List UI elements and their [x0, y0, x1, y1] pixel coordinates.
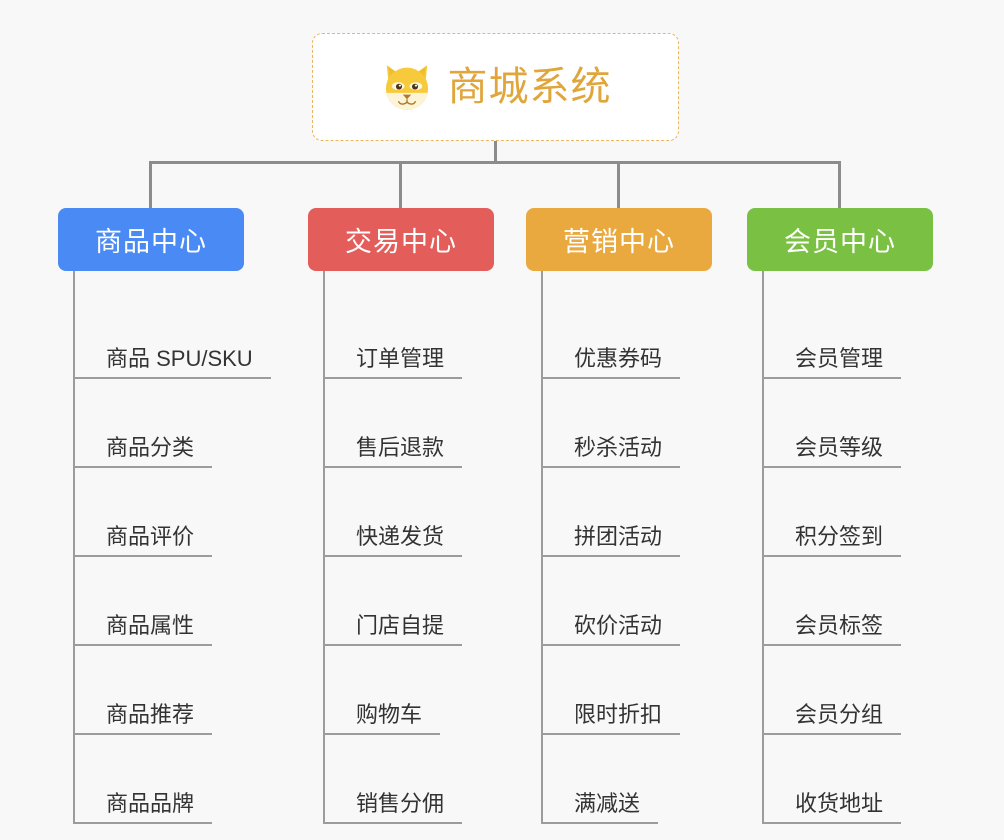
leaf-item[interactable]: 商品分类 [75, 379, 244, 468]
leaf-label: 会员等级 [764, 435, 902, 468]
leaf-item[interactable]: 销售分佣 [325, 735, 494, 824]
leaf-item[interactable]: 会员等级 [764, 379, 933, 468]
leaf-item[interactable]: 商品评价 [75, 468, 244, 557]
leaf-label: 积分签到 [764, 524, 902, 557]
category-box-1[interactable]: 商品中心 [58, 208, 244, 271]
leaf-item[interactable]: 拼团活动 [543, 468, 712, 557]
leaf-item[interactable]: 购物车 [325, 646, 494, 735]
category-title-1: 商品中心 [95, 227, 207, 257]
branch-column-1: 商品中心 商品 SPU/SKU 商品分类 商品评价 商品属性 商品推荐 商品品牌 [58, 208, 271, 824]
leaf-list-3: 优惠券码 秒杀活动 拼团活动 砍价活动 限时折扣 满减送 [541, 271, 712, 824]
leaf-item[interactable]: 快递发货 [325, 468, 494, 557]
leaf-item[interactable]: 积分签到 [764, 468, 933, 557]
leaf-item[interactable]: 优惠券码 [543, 290, 712, 379]
leaf-label: 商品分类 [75, 435, 213, 468]
category-box-4[interactable]: 会员中心 [747, 208, 933, 271]
leaf-item[interactable]: 限时折扣 [543, 646, 712, 735]
leaf-item[interactable]: 商品属性 [75, 557, 244, 646]
leaf-item[interactable]: 会员管理 [764, 290, 933, 379]
leaf-label: 售后退款 [325, 435, 463, 468]
leaf-label: 商品评价 [75, 524, 213, 557]
leaf-label: 快递发货 [325, 524, 463, 557]
leaf-list-2: 订单管理 售后退款 快递发货 门店自提 购物车 销售分佣 [323, 271, 494, 824]
leaf-label: 收货地址 [764, 791, 902, 824]
leaf-label: 商品 SPU/SKU [75, 346, 271, 379]
leaf-item[interactable]: 会员标签 [764, 557, 933, 646]
connector-drop-1 [149, 161, 152, 208]
category-box-2[interactable]: 交易中心 [308, 208, 494, 271]
leaf-label: 商品推荐 [75, 702, 213, 735]
leaf-item[interactable]: 门店自提 [325, 557, 494, 646]
leaf-label: 砍价活动 [543, 613, 681, 646]
leaf-label: 门店自提 [325, 613, 463, 646]
leaf-item[interactable]: 商品品牌 [75, 735, 244, 824]
leaf-item[interactable]: 商品 SPU/SKU [75, 290, 271, 379]
branch-column-2: 交易中心 订单管理 售后退款 快递发货 门店自提 购物车 销售分佣 [308, 208, 494, 824]
leaf-label: 满减送 [543, 791, 659, 824]
category-title-2: 交易中心 [345, 227, 457, 257]
category-title-3: 营销中心 [563, 227, 675, 257]
leaf-list-4: 会员管理 会员等级 积分签到 会员标签 会员分组 收货地址 [762, 271, 933, 824]
leaf-label: 会员标签 [764, 613, 902, 646]
connector-drop-4 [838, 161, 841, 208]
leaf-label: 秒杀活动 [543, 435, 681, 468]
leaf-label: 优惠券码 [543, 346, 681, 379]
root-title: 商城系统 [447, 65, 612, 109]
leaf-item[interactable]: 满减送 [543, 735, 712, 824]
branch-column-4: 会员中心 会员管理 会员等级 积分签到 会员标签 会员分组 收货地址 [747, 208, 933, 824]
leaf-label: 商品品牌 [75, 791, 213, 824]
leaf-label: 会员管理 [764, 346, 902, 379]
leaf-label: 销售分佣 [325, 791, 463, 824]
leaf-label: 会员分组 [764, 702, 902, 735]
connector-root-stem [494, 141, 497, 163]
connector-drop-2 [399, 161, 402, 208]
category-box-3[interactable]: 营销中心 [526, 208, 712, 271]
leaf-label: 购物车 [325, 702, 441, 735]
leaf-item[interactable]: 秒杀活动 [543, 379, 712, 468]
leaf-item[interactable]: 会员分组 [764, 646, 933, 735]
leaf-item[interactable]: 砍价活动 [543, 557, 712, 646]
leaf-item[interactable]: 收货地址 [764, 735, 933, 824]
leaf-item[interactable]: 订单管理 [325, 290, 494, 379]
leaf-item[interactable]: 商品推荐 [75, 646, 244, 735]
root-node-商城系统[interactable]: 商城系统 [312, 33, 679, 141]
branch-column-3: 营销中心 优惠券码 秒杀活动 拼团活动 砍价活动 限时折扣 满减送 [526, 208, 712, 824]
leaf-item[interactable]: 售后退款 [325, 379, 494, 468]
connector-horizontal-bus [149, 161, 841, 164]
connector-drop-3 [617, 161, 620, 208]
shiba-dog-icon [385, 65, 428, 110]
leaf-label: 订单管理 [325, 346, 463, 379]
leaf-label: 商品属性 [75, 613, 213, 646]
leaf-list-1: 商品 SPU/SKU 商品分类 商品评价 商品属性 商品推荐 商品品牌 [73, 271, 271, 824]
leaf-label: 拼团活动 [543, 524, 681, 557]
leaf-label: 限时折扣 [543, 702, 681, 735]
category-title-4: 会员中心 [784, 227, 896, 257]
